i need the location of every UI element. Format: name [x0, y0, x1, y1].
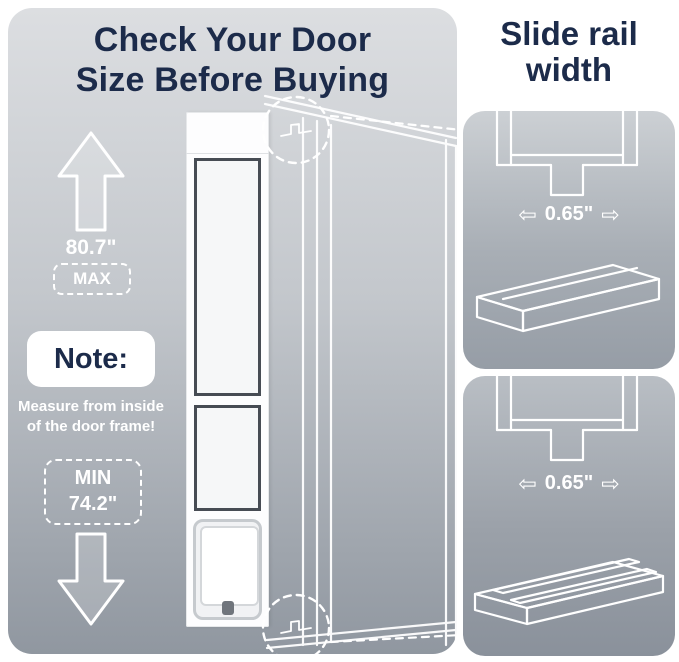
top-rail-drawing — [475, 111, 661, 333]
page-title: Check Your Door Size Before Buying — [8, 20, 457, 100]
right-arrow-icon: ⇨ — [601, 201, 620, 227]
pet-door-panel — [186, 112, 269, 627]
min-badge: MIN 74.2" — [44, 459, 142, 525]
top-rail-profile — [495, 111, 639, 197]
slide-rail-title-line2: width — [525, 51, 613, 89]
right-arrow-icon: ⇨ — [601, 470, 620, 496]
bottom-rail-width-value: 0.65" — [544, 472, 594, 494]
min-height-value: 74.2" — [68, 493, 118, 515]
lower-glass-window — [194, 405, 261, 511]
bottom-rail-box: ⇦ 0.65" ⇨ — [463, 376, 675, 656]
top-rail-3d — [475, 263, 661, 333]
pet-flap-frame — [193, 519, 262, 620]
note-body: Measure from inside of the door frame! — [18, 398, 164, 435]
pet-flap-knob — [221, 601, 234, 615]
top-rail-measure: ⇦ 0.65" ⇨ — [463, 203, 675, 226]
bottom-rail-3d — [473, 557, 665, 626]
upper-glass-window — [194, 158, 261, 396]
left-arrow-icon: ⇦ — [518, 201, 537, 227]
top-rail-box: ⇦ 0.65" ⇨ — [463, 111, 675, 369]
left-arrow-icon: ⇦ — [518, 470, 537, 496]
panel-cap-line — [186, 153, 269, 154]
pet-flap-door — [200, 526, 259, 606]
page-title-line1: Check Your Door — [93, 21, 372, 59]
slide-rail-title: Slide rail width — [463, 15, 675, 89]
bottom-rail-measure: ⇦ 0.65" ⇨ — [463, 472, 675, 495]
bottom-rail-drawing — [473, 376, 665, 626]
slide-rail-title-line1: Slide rail — [500, 15, 638, 52]
max-label-badge: MAX — [53, 263, 131, 295]
top-rail-width-value: 0.65" — [544, 203, 594, 225]
min-label: MIN — [74, 467, 112, 490]
page-title-line2: Size Before Buying — [75, 61, 390, 100]
max-height-value: 80.7" — [65, 236, 117, 259]
note-title: Note: — [27, 331, 155, 387]
bottom-rail-profile — [495, 376, 639, 462]
